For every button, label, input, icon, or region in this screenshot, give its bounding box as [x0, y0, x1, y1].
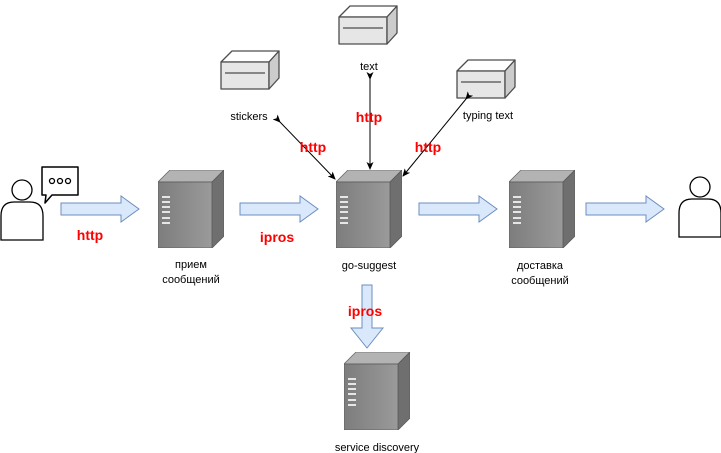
- delivery-server-icon: [509, 170, 575, 248]
- receive-server-icon: [158, 170, 224, 248]
- sender-user-icon: [0, 179, 44, 241]
- protocol-sender-receive: http: [77, 227, 103, 243]
- delivery-label-line1: доставка: [517, 260, 564, 272]
- chat-bubble-icon: [41, 166, 79, 204]
- flow-arrow-suggest-discovery: [349, 284, 385, 349]
- go-suggest-label: go-suggest: [342, 260, 396, 272]
- flow-arrow-suggest-delivery: [418, 195, 498, 223]
- flow-arrow-sender-receive: [60, 195, 140, 223]
- delivery-label-line2: сообщений: [511, 275, 569, 287]
- protocol-suggest-stickers: http: [300, 139, 326, 155]
- typing-text-label: typing text: [463, 110, 513, 122]
- recipient-user-icon: [678, 176, 721, 238]
- service-discovery-server-icon: [344, 352, 410, 430]
- protocol-suggest-discovery: ipros: [348, 303, 382, 319]
- edge-suggest-typing: [402, 91, 474, 177]
- text-label: text: [360, 61, 378, 73]
- receive-label-line1: прием: [175, 259, 207, 271]
- edge-suggest-stickers: [272, 114, 336, 180]
- text-storage-icon: [338, 5, 398, 45]
- service-discovery-label: service discovery: [335, 442, 420, 453]
- typing-text-storage-icon: [456, 59, 516, 99]
- flow-arrow-delivery-recipient: [585, 195, 665, 223]
- go-suggest-server-icon: [336, 170, 402, 248]
- stickers-storage-icon: [220, 50, 280, 90]
- protocol-suggest-text: http: [356, 109, 382, 125]
- flow-arrow-receive-suggest: [239, 195, 319, 223]
- receive-label-line2: сообщений: [162, 274, 220, 286]
- protocol-receive-suggest: ipros: [260, 229, 294, 245]
- stickers-label: stickers: [230, 111, 268, 123]
- protocol-suggest-typing: http: [415, 139, 441, 155]
